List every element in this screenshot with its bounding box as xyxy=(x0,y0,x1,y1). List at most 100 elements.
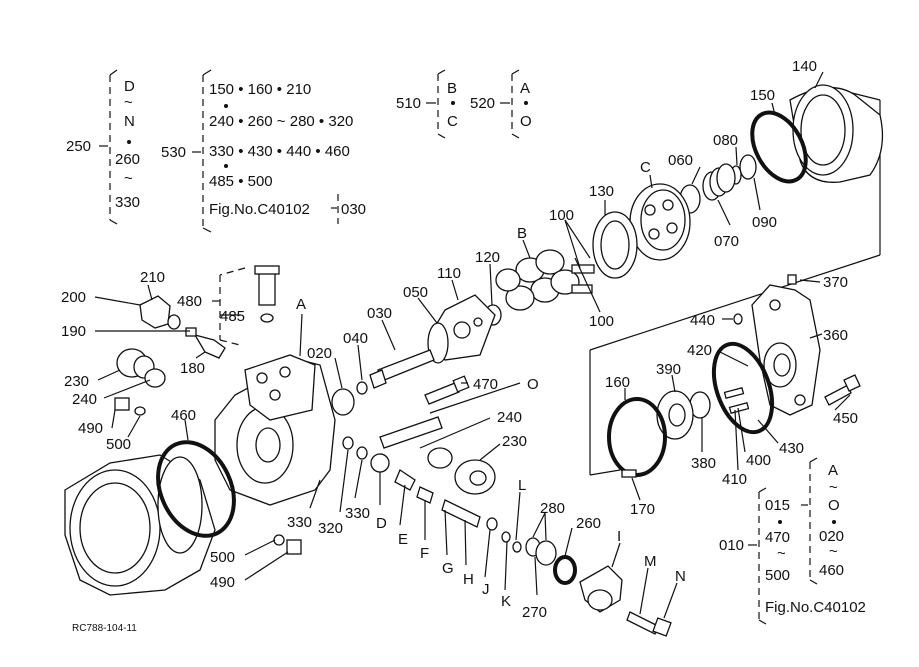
group-530-row-1: 150 • 160 • 210 xyxy=(209,81,311,98)
callout-450: 450 xyxy=(833,410,858,427)
group-530-row-3: 330 • 430 • 440 • 460 xyxy=(209,143,350,160)
callout-490-upper: 490 xyxy=(78,420,103,437)
plug-190-180 xyxy=(185,327,226,359)
plug-490-lower xyxy=(273,534,302,555)
plate-130 xyxy=(592,211,638,279)
ring-090 xyxy=(739,154,757,180)
callout-240-upper: 240 xyxy=(72,391,97,408)
oring-160 xyxy=(607,397,667,477)
callout-470: 470 xyxy=(473,376,498,393)
callout-050: 050 xyxy=(403,284,428,301)
group-010-tilde-2: ~ xyxy=(829,479,838,496)
group-250-item-a: D xyxy=(124,78,135,95)
part-210-200 xyxy=(139,295,181,330)
callout-320: 320 xyxy=(318,520,343,537)
callout-380: 380 xyxy=(691,455,716,472)
callout-O: O xyxy=(527,376,539,393)
callout-370: 370 xyxy=(823,274,848,291)
callout-J: J xyxy=(482,581,490,598)
callout-330-right: 330 xyxy=(345,505,370,522)
callout-030: 030 xyxy=(367,305,392,322)
callout-280: 280 xyxy=(540,500,565,517)
callout-490-lower: 490 xyxy=(210,574,235,591)
callout-100-lower: 100 xyxy=(589,313,614,330)
callout-500-upper: 500 xyxy=(106,436,131,453)
bolt-470 xyxy=(424,375,470,405)
pins-410 xyxy=(723,386,750,415)
housing-A xyxy=(214,354,336,506)
group-530-fig-sub: 030 xyxy=(341,201,366,218)
group-530-number: 530 xyxy=(161,144,186,161)
callout-110: 110 xyxy=(437,265,461,282)
group-010-item-e: O xyxy=(828,497,840,514)
group-530-fig-ref: Fig.No.C40102 xyxy=(209,201,310,218)
group-010-tilde-3: ~ xyxy=(829,543,838,560)
callout-460: 460 xyxy=(171,407,196,424)
callout-labels: 140 150 080 060 C 130 100 100 B 090 070 … xyxy=(61,58,858,621)
part-040 xyxy=(356,381,368,395)
callout-060: 060 xyxy=(668,152,693,169)
callout-180: 180 xyxy=(180,360,205,377)
callout-090: 090 xyxy=(752,214,777,231)
callout-E: E xyxy=(398,531,408,548)
shaft-030 xyxy=(369,349,435,389)
callout-100-upper: 100 xyxy=(549,207,574,224)
group-250: 250 D ~ N 260 ~ 330 xyxy=(66,69,140,225)
callout-070: 070 xyxy=(714,233,739,250)
group-010-tilde: ~ xyxy=(777,545,786,562)
callout-400: 400 xyxy=(746,452,771,469)
callout-160: 160 xyxy=(605,374,630,391)
group-520-number: 520 xyxy=(470,95,495,112)
callout-150: 150 xyxy=(750,87,775,104)
group-510-item-a: B xyxy=(447,80,457,97)
callout-130: 130 xyxy=(589,183,614,200)
group-250-item-c: 260 xyxy=(115,151,140,168)
group-520: 520 A O xyxy=(470,69,532,139)
plate-390 xyxy=(656,390,694,440)
callout-480: 480 xyxy=(177,293,202,310)
group-010-fig-ref: Fig.No.C40102 xyxy=(765,599,866,616)
callout-230-lower: 230 xyxy=(502,433,527,450)
callout-M: M xyxy=(644,553,657,570)
callout-170: 170 xyxy=(630,501,655,518)
oring-460 xyxy=(156,440,236,538)
oring-150 xyxy=(750,110,808,184)
group-010-item-a: 015 xyxy=(765,497,790,514)
callout-040: 040 xyxy=(343,330,368,347)
rotor-C xyxy=(629,183,691,261)
callout-260: 260 xyxy=(576,515,601,532)
group-250-tilde-1: ~ xyxy=(124,94,133,111)
callout-H: H xyxy=(463,571,474,588)
plug-170 xyxy=(621,469,637,478)
plug-370 xyxy=(787,274,797,285)
group-520-item-a: A xyxy=(520,80,530,97)
callout-140: 140 xyxy=(792,58,817,75)
group-530: 530 150 • 160 • 210 240 • 260 ~ 280 • 32… xyxy=(161,69,366,233)
callout-210: 210 xyxy=(140,269,165,286)
callout-230-upper: 230 xyxy=(64,373,89,390)
group-010-number: 010 xyxy=(719,537,744,554)
leader-lines xyxy=(94,71,851,619)
group-010-item-d: A xyxy=(828,462,838,479)
oring-420 xyxy=(711,341,775,435)
callout-C: C xyxy=(640,159,651,176)
callout-420: 420 xyxy=(687,342,712,359)
callout-020: 020 xyxy=(307,345,332,362)
oring-240-upper xyxy=(144,368,166,388)
spool-assembly xyxy=(342,416,672,637)
bearing-020 xyxy=(331,388,355,416)
group-250-item-d: 330 xyxy=(115,194,140,211)
oring-440 xyxy=(733,313,743,325)
callout-200: 200 xyxy=(61,289,86,306)
callout-I: I xyxy=(617,528,621,545)
callout-L: L xyxy=(518,477,526,494)
callout-430: 430 xyxy=(779,440,804,457)
callout-410: 410 xyxy=(722,471,747,488)
cover-360 xyxy=(751,284,821,416)
spring-070 xyxy=(702,163,736,201)
callout-360: 360 xyxy=(823,327,848,344)
callout-B: B xyxy=(517,225,527,242)
group-530-row-4: 485 • 500 xyxy=(209,173,273,190)
